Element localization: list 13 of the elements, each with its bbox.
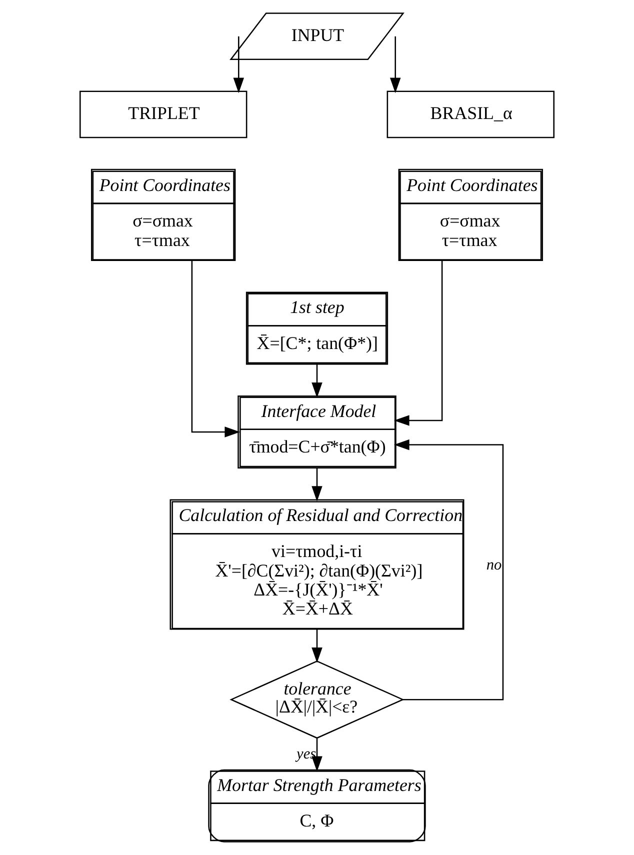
arrow: [233, 36, 244, 94]
node-box: BRASIL_α: [386, 90, 555, 138]
arrow: [191, 260, 240, 438]
arrow: [312, 629, 322, 663]
node-diamond: tolerance |ΔX̄|/|X̄|<ε?: [230, 660, 404, 739]
edge-label: no: [486, 556, 502, 574]
arrow: [394, 260, 443, 426]
arrow: [312, 468, 322, 502]
arrow: [390, 36, 401, 94]
node-box: TRIPLET: [79, 90, 248, 138]
arrow: [394, 439, 504, 700]
arrow: [312, 738, 322, 772]
arrow: [312, 364, 322, 398]
